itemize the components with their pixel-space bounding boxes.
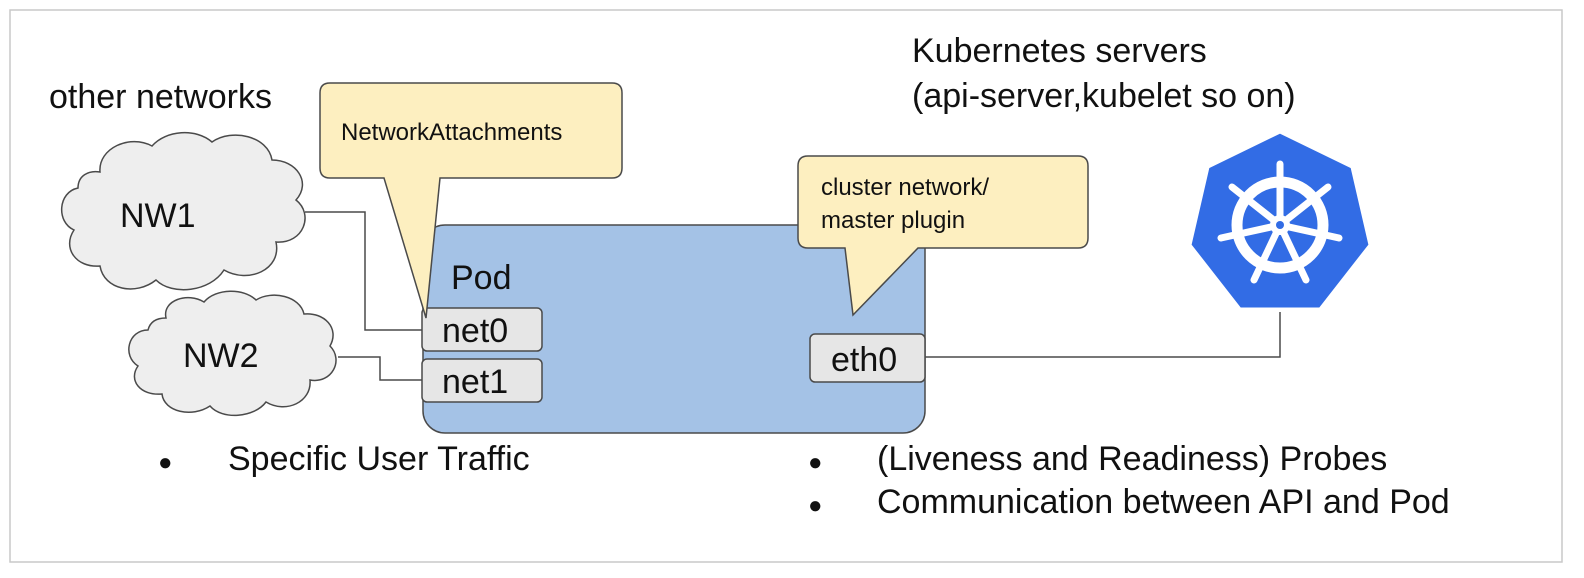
nw2-cloud-icon [128,290,337,417]
network-attachments-callout [319,82,623,319]
net0-label: net0 [442,312,508,350]
bullet-marker: ● [808,449,823,476]
kubernetes-servers-subheading: (api-server,kubelet so on) [912,77,1296,115]
bullet-specific-user-traffic: Specific User Traffic [228,440,530,478]
nw1-label: NW1 [120,197,196,235]
net1-label: net1 [442,363,508,401]
net0-interface-box [421,307,543,352]
network-attachments-label: NetworkAttachments [341,119,562,146]
eth0-to-kubernetes-line [925,312,1281,358]
net1-interface-box [421,358,543,403]
bullet-probes: (Liveness and Readiness) Probes [877,440,1387,478]
nw2-label: NW2 [183,337,259,375]
kubernetes-servers-heading: Kubernetes servers [912,32,1207,70]
cluster-network-label-line1: cluster network/ [821,174,989,201]
connector-lines [305,211,1281,381]
pod-label: Pod [451,259,512,297]
nw1-to-net0-line [305,211,423,331]
other-networks-heading: other networks [49,78,272,116]
bullet-marker: ● [158,449,173,476]
cluster-network-callout [797,155,1089,317]
bullet-marker: ● [808,492,823,519]
eth0-interface-box [809,333,926,383]
cluster-network-label-line2: master plugin [821,207,965,234]
nw1-cloud-icon [60,131,306,291]
bullet-api-pod-communication: Communication between API and Pod [877,483,1450,521]
eth0-label: eth0 [831,341,897,379]
nw2-to-net1-line [338,356,423,381]
kubernetes-logo-icon [1188,130,1372,311]
